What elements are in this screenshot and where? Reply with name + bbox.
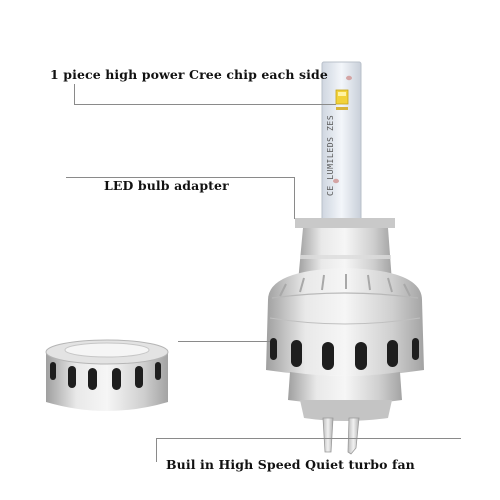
fan-callout-line-top: [178, 341, 270, 342]
chip-marking: CE LUMILEDS ZES: [326, 114, 335, 196]
fan-housing: [266, 268, 424, 376]
chip-callout-label: 1 piece high power Cree chip each side: [50, 67, 328, 82]
bulb-neck: [295, 218, 395, 282]
adapter-callout-line-h: [66, 177, 294, 178]
chip-callout-line-h: [74, 104, 336, 105]
bulb-base: [288, 372, 402, 421]
detached-fan-cap: [45, 339, 169, 411]
adapter-callout-label: LED bulb adapter: [104, 178, 229, 193]
chip-callout-line-v: [74, 84, 75, 104]
fan-callout-label: Buil in High Speed Quiet turbo fan: [166, 457, 415, 472]
fan-callout-line-h: [156, 438, 461, 439]
led-board: [321, 61, 362, 223]
connector-pins: [322, 417, 360, 455]
fan-callout-line-v: [156, 438, 157, 462]
adapter-callout-line-v: [294, 177, 295, 219]
